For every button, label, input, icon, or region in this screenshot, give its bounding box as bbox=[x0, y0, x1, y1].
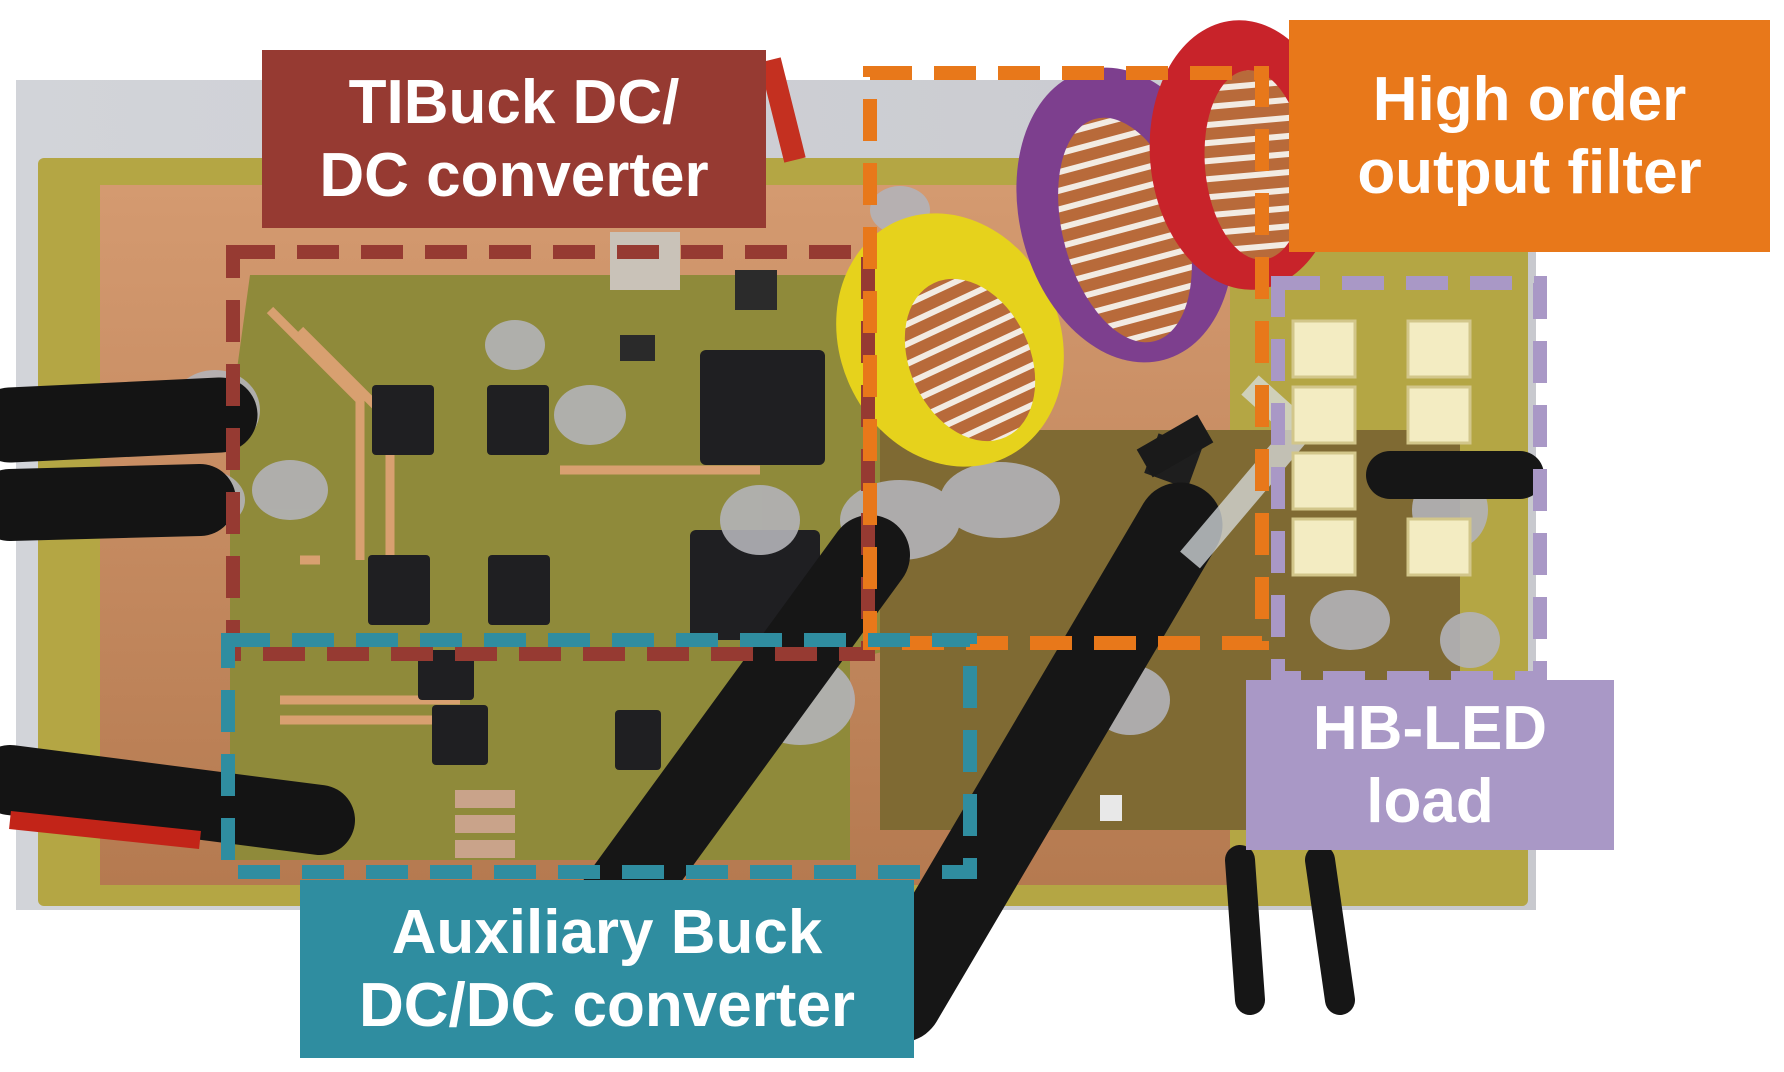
aux-region-outline bbox=[221, 633, 977, 879]
black-cables-left bbox=[0, 377, 355, 855]
led-array bbox=[1291, 319, 1472, 577]
label-auxiliary-buck: Auxiliary Buck DC/DC converter bbox=[300, 880, 914, 1058]
inductor-yellow bbox=[836, 213, 1064, 467]
led-region-outline bbox=[1271, 276, 1547, 685]
red-wire-left bbox=[9, 811, 201, 849]
resistor bbox=[1136, 414, 1214, 478]
filter-region-outline bbox=[863, 66, 1269, 650]
label-tibuck-converter: TIBuck DC/ DC converter bbox=[262, 50, 766, 228]
ic-chips bbox=[368, 350, 825, 770]
label-hb-led-load: HB-LED load bbox=[1246, 680, 1614, 850]
label-output-filter: High order output filter bbox=[1289, 20, 1770, 252]
red-wire-top bbox=[759, 57, 806, 163]
